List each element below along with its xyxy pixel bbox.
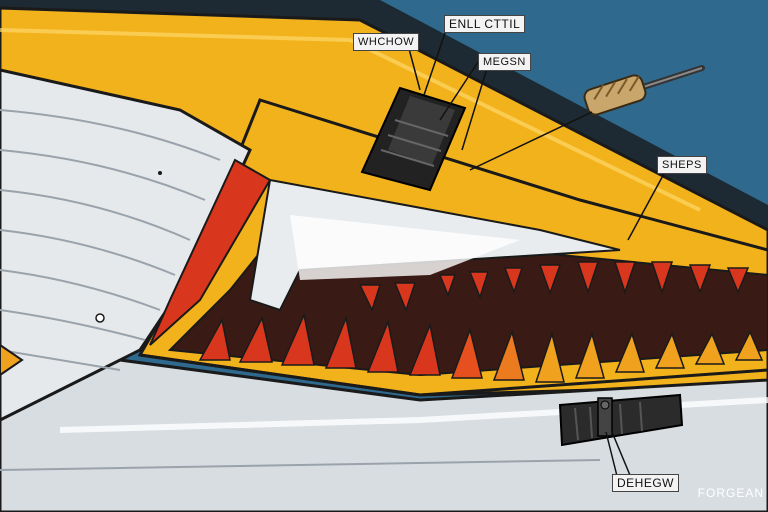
left-fin [0,343,24,377]
rivet-band-icon [558,393,684,447]
watermark-text: FORGEAN [697,486,764,500]
lower-teeth [198,312,764,383]
upper-jaw-highlight [0,28,701,212]
upper-teeth [358,261,750,313]
callout-label: ENLL CTTIL [444,15,526,33]
head-stripes [0,109,221,371]
screw-tool-icon [583,65,705,116]
clamp-icon [360,86,467,192]
rivet-small [158,171,162,175]
callout-label: DEHEGW [612,474,679,492]
rivet [95,313,105,323]
lower-jaw-edge [139,353,768,397]
gill-accent [149,158,272,346]
callout-label: SHEPS [657,156,707,174]
upper-inner-highlight [290,215,520,280]
callout-label: WHCHOW [353,33,420,51]
callout-label: MEGSN [478,53,531,71]
leader-lines [407,29,667,481]
lower-hull-line [0,459,601,471]
